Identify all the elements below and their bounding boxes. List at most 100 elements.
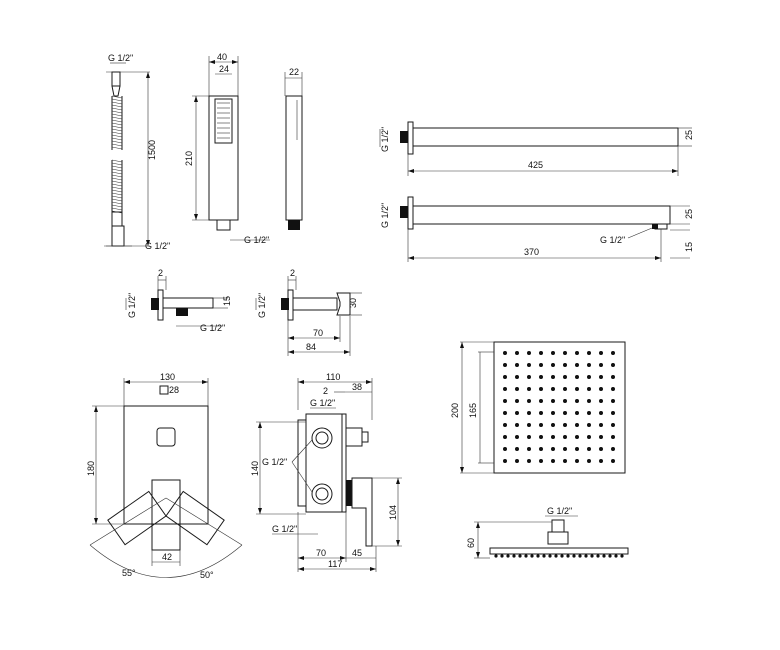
- mixer-trim-plate-drawing: 130 28 180 55° 50° 42: [86, 372, 243, 580]
- rain-head-outer-label: 200: [450, 403, 460, 418]
- rain-nozzle-dot: [563, 411, 567, 415]
- hand-shower-side-drawing: 22: [284, 67, 303, 230]
- rain-nozzle-dot: [587, 363, 591, 367]
- rain-head-height-label: 60: [466, 538, 476, 548]
- trim-width-label: 130: [160, 372, 175, 382]
- rain-side-nozzle: [542, 554, 546, 558]
- rain-nozzle-dot: [515, 435, 519, 439]
- valve-width-label: 110: [326, 372, 340, 382]
- elbow-gap-label: 2: [158, 268, 163, 278]
- rain-nozzle-dot: [527, 411, 531, 415]
- rain-nozzle-dot: [503, 447, 507, 451]
- rain-nozzle-dot: [503, 459, 507, 463]
- rain-nozzle-dot: [503, 387, 507, 391]
- hose-length-label: 1500: [147, 140, 157, 160]
- rain-nozzle-dot: [587, 375, 591, 379]
- rain-nozzle-dot: [563, 351, 567, 355]
- rain-nozzle-dot: [599, 387, 603, 391]
- arm-long-height-label: 25: [684, 130, 694, 140]
- rain-nozzle-dot: [527, 447, 531, 451]
- rain-nozzle-dot: [575, 459, 579, 463]
- valve-gap-label: 2: [323, 386, 328, 396]
- rain-nozzle-dot: [599, 363, 603, 367]
- rain-side-nozzle: [494, 554, 498, 558]
- rain-nozzle-dot: [527, 351, 531, 355]
- rain-nozzle-dot: [539, 399, 543, 403]
- rain-nozzle-dot: [515, 363, 519, 367]
- rain-nozzle-dot: [599, 399, 603, 403]
- rain-nozzle-dot: [587, 351, 591, 355]
- rain-nozzle-dot: [539, 411, 543, 415]
- rain-nozzle-dot: [503, 399, 507, 403]
- rain-nozzle-dot: [599, 447, 603, 451]
- rain-nozzle-dot: [539, 435, 543, 439]
- rain-nozzle-dot: [599, 459, 603, 463]
- rain-side-nozzle: [578, 554, 582, 558]
- rain-side-nozzle: [524, 554, 528, 558]
- rain-nozzle-dot: [527, 375, 531, 379]
- arm-short-drop-label: 15: [684, 242, 694, 252]
- rain-nozzle-dot: [587, 459, 591, 463]
- rain-nozzle-dot: [527, 399, 531, 403]
- hand-shower-width-label: 40: [217, 52, 227, 62]
- hose-coil: [111, 159, 123, 214]
- valve-projection-label: 45: [352, 548, 362, 558]
- holder-depth-label: 70: [313, 328, 323, 338]
- rain-side-nozzle: [554, 554, 558, 558]
- rain-nozzle-dot: [515, 423, 519, 427]
- rain-nozzle-dot: [611, 363, 615, 367]
- arm-short-height-label: 25: [684, 209, 694, 219]
- rain-nozzle-dot: [575, 435, 579, 439]
- valve-thread-bottom-label: G 1/2": [272, 524, 297, 534]
- valve-body-depth-label: 70: [316, 548, 326, 558]
- valve-handle-height-label: 104: [388, 505, 398, 520]
- hose-thread-top-label: G 1/2": [108, 53, 133, 63]
- rain-nozzle-dot: [539, 375, 543, 379]
- rain-nozzle-dot: [563, 399, 567, 403]
- hand-shower-inner-label: 24: [219, 64, 229, 74]
- elbow-wall-thread-label: G 1/2": [127, 293, 137, 318]
- rain-side-nozzle: [608, 554, 612, 558]
- trim-angle-right-label: 50°: [200, 570, 214, 580]
- rain-nozzle-dot: [599, 411, 603, 415]
- rain-nozzle-dot: [551, 423, 555, 427]
- rain-nozzle-dot: [515, 459, 519, 463]
- arm-short-length-label: 370: [524, 247, 539, 257]
- rain-nozzle-dot: [575, 351, 579, 355]
- rain-nozzle-dot: [539, 447, 543, 451]
- rain-nozzle-dot: [539, 363, 543, 367]
- rain-nozzle-dot: [551, 435, 555, 439]
- valve-outlet-label: 38: [352, 382, 362, 392]
- rain-nozzle-dot: [551, 351, 555, 355]
- rain-side-nozzle: [584, 554, 588, 558]
- rain-nozzle-dot: [611, 399, 615, 403]
- elbow-height-label: 15: [222, 296, 232, 306]
- holder-total-label: 84: [306, 342, 316, 352]
- rain-nozzle-dot: [551, 411, 555, 415]
- rain-nozzle-dot: [551, 459, 555, 463]
- rain-nozzle-dot: [575, 375, 579, 379]
- rain-side-nozzle: [602, 554, 606, 558]
- rain-nozzle-dot: [563, 387, 567, 391]
- rain-nozzle-dot: [551, 363, 555, 367]
- rain-head-inner-label: 165: [468, 403, 478, 418]
- rain-nozzle-dot: [587, 423, 591, 427]
- rain-nozzle-dot: [527, 387, 531, 391]
- hand-shower-height-label: 210: [184, 151, 194, 166]
- hose-thread-bottom-label: G 1/2": [145, 241, 170, 251]
- rain-side-nozzle: [500, 554, 504, 558]
- rain-side-nozzle: [572, 554, 576, 558]
- rain-nozzle-dot: [515, 447, 519, 451]
- rain-nozzle-dot: [515, 399, 519, 403]
- hand-shower-front-drawing: 40 24 210 G 1/2": [184, 52, 270, 245]
- valve-overall-label: 117: [328, 559, 342, 569]
- rain-nozzle-dot: [503, 375, 507, 379]
- rain-nozzle-dot: [503, 363, 507, 367]
- rain-side-nozzle: [560, 554, 564, 558]
- concealed-valve-body-drawing: 110 2 38 G 1/2" 140 G 1/2" 104: [250, 372, 402, 572]
- rain-nozzle-dot: [611, 447, 615, 451]
- rain-nozzle-dot: [599, 351, 603, 355]
- hand-shower-depth-label: 22: [289, 67, 299, 77]
- rain-nozzle-dot: [539, 351, 543, 355]
